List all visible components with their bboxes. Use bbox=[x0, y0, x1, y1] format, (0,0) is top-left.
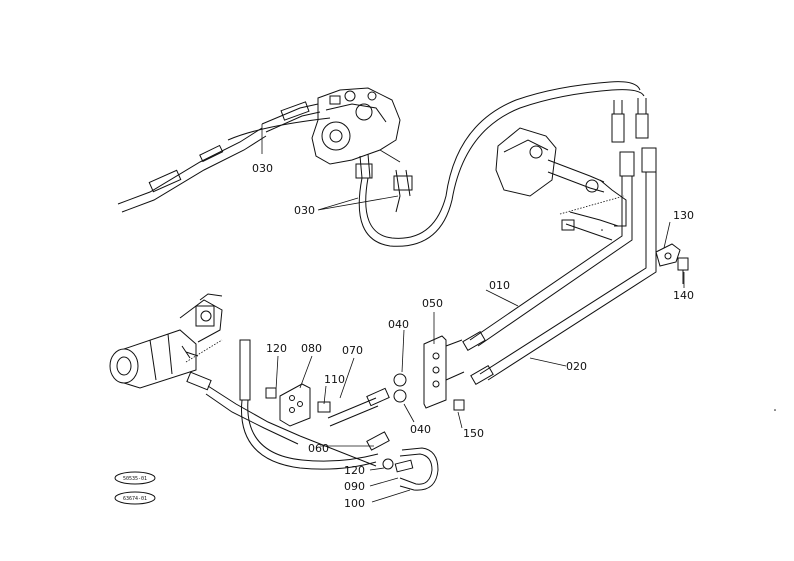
hose-060-070 bbox=[186, 339, 379, 470]
bracket-080 bbox=[265, 383, 331, 427]
label-110: 110 bbox=[324, 373, 345, 386]
stamp-bottom-text: 63674-01 bbox=[123, 496, 147, 502]
label-020: 020 bbox=[566, 360, 587, 373]
label-080: 080 bbox=[301, 342, 322, 355]
label-140: 140 bbox=[673, 289, 694, 302]
pump-assembly bbox=[311, 87, 413, 197]
label-030-top: 030 bbox=[252, 162, 273, 175]
return-hose bbox=[358, 81, 645, 247]
label-040-bottom: 040 bbox=[410, 423, 431, 436]
speck bbox=[601, 229, 603, 231]
hose-010-020-upper bbox=[469, 98, 657, 381]
clamp-090-100 bbox=[382, 447, 439, 491]
label-090: 090 bbox=[344, 480, 365, 493]
label-030-mid: 030 bbox=[294, 204, 315, 217]
label-120-bottom: 120 bbox=[344, 464, 365, 477]
stamp-top: 50535-01 bbox=[114, 471, 156, 485]
label-060: 060 bbox=[308, 442, 329, 455]
filter-assembly bbox=[495, 127, 627, 241]
label-040-top: 040 bbox=[388, 318, 409, 331]
stamp-top-text: 50535-01 bbox=[123, 476, 147, 482]
stamp-bottom: 63674-01 bbox=[114, 491, 156, 505]
label-120-top: 120 bbox=[266, 342, 287, 355]
fittings-060-070 bbox=[366, 373, 407, 451]
bracket-050 bbox=[423, 330, 494, 411]
cylinder-assembly bbox=[109, 293, 223, 389]
label-130: 130 bbox=[673, 209, 694, 222]
leader-lines bbox=[261, 124, 685, 503]
label-070: 070 bbox=[342, 344, 363, 357]
label-150: 150 bbox=[463, 427, 484, 440]
speck bbox=[774, 409, 776, 411]
label-050: 050 bbox=[422, 297, 443, 310]
hose-030-upper bbox=[117, 101, 331, 213]
label-010: 010 bbox=[489, 279, 510, 292]
bracket-130 bbox=[655, 243, 689, 284]
label-100: 100 bbox=[344, 497, 365, 510]
